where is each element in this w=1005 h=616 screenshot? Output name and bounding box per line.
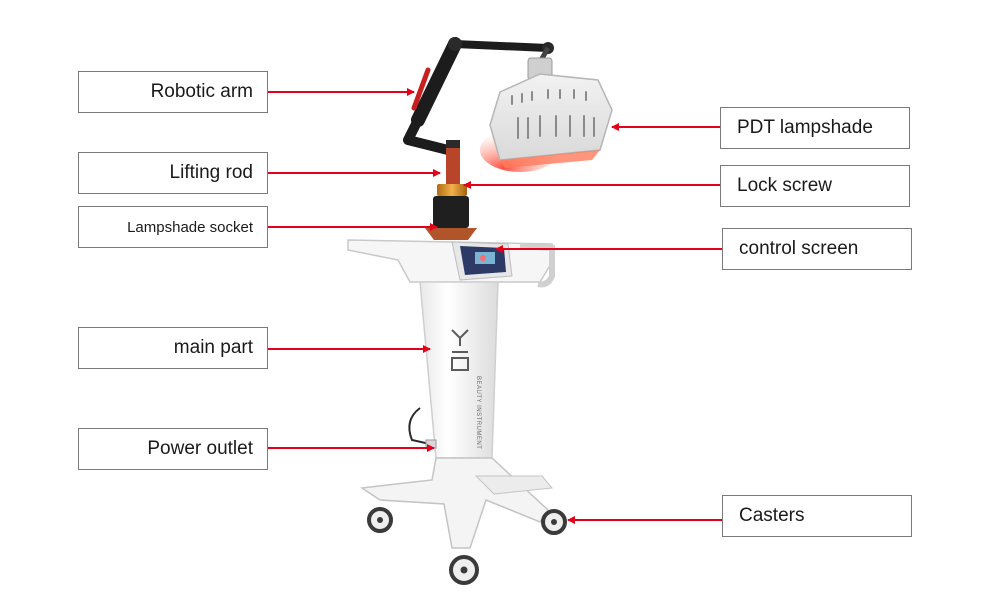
label-lifting-rod-text: Lifting rod [170, 162, 253, 184]
pdt-lampshade-graphic [480, 58, 612, 172]
label-main-part: main part [78, 327, 268, 369]
lifting-rod-graphic [425, 140, 477, 240]
caster-wheel [451, 557, 477, 583]
label-control-screen: control screen [722, 228, 912, 270]
label-robotic-arm: Robotic arm [78, 71, 268, 113]
label-power-outlet-text: Power outlet [147, 438, 253, 460]
label-casters-text: Casters [739, 505, 804, 527]
caster-wheel [543, 511, 565, 533]
label-main-part-text: main part [174, 337, 253, 359]
label-pdt-lampshade-text: PDT lampshade [737, 117, 873, 139]
label-lampshade-socket: Lampshade socket [78, 206, 268, 248]
label-pdt-lampshade: PDT lampshade [720, 107, 910, 149]
label-robotic-arm-text: Robotic arm [151, 81, 253, 103]
label-power-outlet: Power outlet [78, 428, 268, 470]
label-lock-screw-text: Lock screw [737, 175, 832, 197]
main-column-graphic [409, 282, 498, 458]
tray-graphic [348, 240, 552, 284]
label-casters: Casters [722, 495, 912, 537]
label-control-screen-text: control screen [739, 238, 858, 260]
control-screen-graphic [452, 242, 512, 280]
label-lock-screw: Lock screw [720, 165, 910, 207]
label-lifting-rod: Lifting rod [78, 152, 268, 194]
label-lampshade-socket-text: Lampshade socket [127, 219, 253, 236]
caster-wheel [369, 509, 391, 531]
base-graphic [362, 458, 552, 548]
brand-text: BEAUTY INSTRUMENT [475, 376, 481, 449]
